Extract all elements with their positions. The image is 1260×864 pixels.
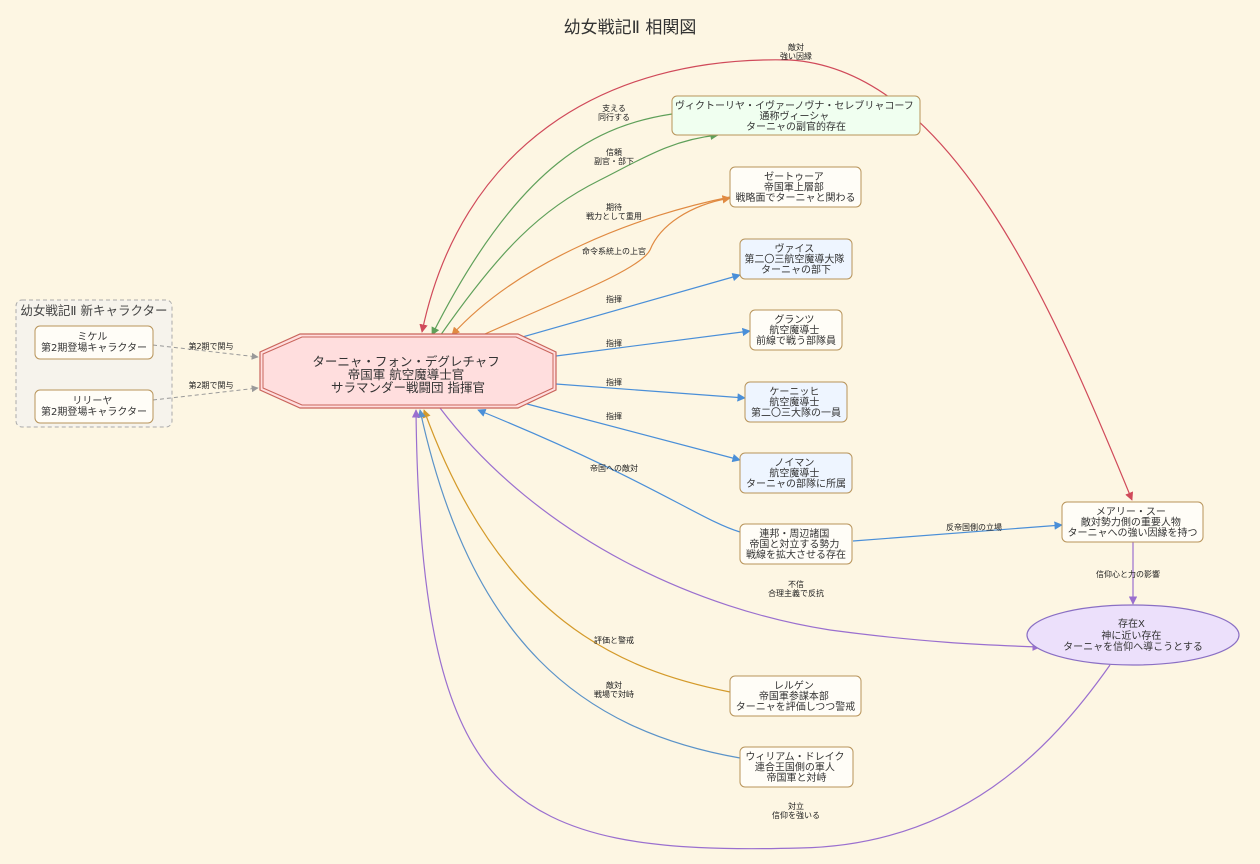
edge-drake-tanya (417, 409, 741, 759)
svg-text:ターニャ・フォン・デグレチャフ 帝国軍 航空: ターニャ・フォン・デグレチャフ 帝国軍 航空魔導士官 サラマンダー戦闘団 指揮官 (312, 354, 503, 395)
edge-label-lilya-tanya: 第2期で関与 (188, 380, 233, 390)
svg-text:ウィリアム・ドレイク 連合王国側の軍人: ウィリアム・ドレイク 連合王国側の軍人 帝国軍と対峙 (745, 751, 847, 784)
node-neumann[interactable]: ノイマン 航空魔導士 ターニャの部隊に所属 (739, 452, 853, 494)
edge-beingx-tanya (411, 409, 1111, 850)
edge-label-federation-mary: 反帝国側の立場 (946, 522, 1002, 532)
edge-label-zettour-tanya-2: 命令系統上の上官 (582, 246, 646, 256)
svg-text:メアリー・スー 敵対勢力側の重要人物: メアリー・スー 敵対勢力側の重要人物 ターニャへの強い因縁を持つ (1068, 507, 1198, 539)
node-zettour[interactable]: ゼートゥーア 帝国軍上層部 戦略面でターニャと関わる (729, 166, 862, 208)
edge-label-rerugen-tanya: 評価と警戒 (594, 635, 634, 645)
svg-text:ヴィクトーリヤ・イヴァーノヴナ・セレブリャコーフ: ヴィクトーリヤ・イヴァーノヴナ・セレブリャコーフ 通称ヴィーシャ ターニャの副官… (675, 99, 917, 133)
edge-label-koenig: 指揮 (606, 377, 622, 387)
node-mikel[interactable]: ミケル 第2期登場キャラクター (34, 325, 154, 360)
edge-federation-mary (852, 521, 1063, 542)
svg-text:ケーニッヒ 航空魔導士 第二: ケーニッヒ 航空魔導士 第二〇三大隊の一員 (751, 386, 841, 419)
node-federation[interactable]: 連邦・周辺諸国 帝国と対立する勢力 戦線を拡大させる存在 (739, 523, 853, 565)
node-tanya[interactable]: ターニャ・フォン・デグレチャフ 帝国軍 航空魔導士官 サラマンダー戦闘団 指揮官 (259, 333, 557, 409)
svg-text:ノイマン 航空魔導士 ターニ: ノイマン 航空魔導士 ターニャの部隊に所属 (746, 458, 846, 490)
edge-tanya-koenig (555, 383, 746, 402)
edge-rerugen-tanya (422, 409, 731, 693)
edge-zettour-tanya-1 (451, 196, 731, 336)
edge-label-mikel-tanya: 第2期で関与 (188, 341, 233, 351)
node-weiss[interactable]: ヴァイス 第二〇三航空魔導大隊 ターニャの部下 (739, 238, 853, 280)
edge-tanya-grantz (555, 327, 751, 357)
edge-label-neumann: 指揮 (606, 411, 622, 421)
svg-text:リリーヤ 第2期登場キャラクター: リリーヤ 第2期登場キャラクター (41, 396, 147, 418)
edge-tanya-neumann (511, 399, 741, 463)
edge-label-grantz: 指揮 (606, 338, 622, 348)
edge-zettour-tanya-2 (475, 195, 731, 339)
edge-label-zettour-tanya-1: 期待戦力として重用 (586, 202, 642, 221)
node-mary[interactable]: メアリー・スー 敵対勢力側の重要人物 ターニャへの強い因縁を持つ (1061, 501, 1204, 543)
edge-lilya-tanya (152, 385, 259, 401)
edge-mikel-tanya (152, 344, 259, 360)
edge-label-mary-beingx: 信仰心と力の影響 (1096, 569, 1160, 579)
svg-text:ヴァイス 第二〇三航空魔導大隊: ヴァイス 第二〇三航空魔導大隊 ターニャの部下 (744, 242, 847, 276)
edge-tanya-weiss (504, 273, 741, 343)
edge-label-beingx-tanya: 対立信仰を強いる (772, 801, 820, 820)
node-drake[interactable]: ウィリアム・ドレイク 連合王国側の軍人 帝国軍と対峙 (739, 746, 854, 788)
node-koenig[interactable]: ケーニッヒ 航空魔導士 第二〇三大隊の一員 (744, 381, 848, 423)
svg-text:ミケル 第2期登場キャラクター: ミケル 第2期登場キャラクター (41, 331, 147, 354)
svg-text:レルゲン 帝国軍参謀本部 タ: レルゲン 帝国軍参謀本部 ターニャを評価しつつ警戒 (736, 680, 855, 713)
edge-label-tanya-visha: 信頼副官・部下 (594, 147, 634, 166)
node-rerugen[interactable]: レルゲン 帝国軍参謀本部 ターニャを評価しつつ警戒 (729, 675, 862, 717)
node-grantz[interactable]: グランツ 航空魔導士 前線で戦う部隊員 (749, 309, 843, 351)
edge-federation-tanya (477, 408, 741, 533)
edge-label-federation-tanya: 帝国への敵対 (590, 463, 638, 473)
group-label: 幼女戦記Ⅱ 新キャラクター (20, 303, 167, 318)
node-being-x[interactable]: 存在X 神に近い存在 ターニャを信仰へ導こうとする (1026, 604, 1240, 666)
edge-label-tanya-beingx: 不信合理主義で反抗 (768, 579, 824, 598)
nodes: ターニャ・フォン・デグレチャフ 帝国軍 航空魔導士官 サラマンダー戦闘団 指揮官… (34, 95, 1240, 788)
edge-tanya-beingx (439, 407, 1041, 651)
edge-visha-tanya (431, 113, 673, 336)
svg-text:存在X 神に近い存在 ターニ: 存在X 神に近い存在 ターニャを信仰へ導こうとする (1063, 617, 1203, 653)
node-visha[interactable]: ヴィクトーリヤ・イヴァーノヴナ・セレブリャコーフ 通称ヴィーシャ ターニャの副官… (671, 95, 921, 136)
svg-text:グランツ 航空魔導士 前線で: グランツ 航空魔導士 前線で戦う部隊員 (756, 313, 836, 347)
svg-text:連邦・周辺諸国 帝国と対立する勢力: 連邦・周辺諸国 帝国と対立する勢力 戦線を拡大させる存在 (746, 527, 846, 561)
node-lilya[interactable]: リリーヤ 第2期登場キャラクター (34, 389, 154, 424)
edge-label-mary-tanya: 敵対強い因縁 (780, 42, 812, 61)
diagram-title: 幼女戦記Ⅱ 相関図 (564, 18, 697, 38)
edge-label-drake-tanya: 敵対戦場で対峙 (594, 680, 634, 699)
edges (152, 59, 1138, 850)
edge-labels: 敵対強い因縁 支える同行する 信頼副官・部下 期待戦力として重用 命令系統上の上… (188, 42, 1160, 820)
edge-tanya-visha (439, 131, 719, 337)
edge-label-visha-tanya: 支える同行する (598, 103, 630, 122)
svg-text:ゼートゥーア 帝国軍上層部: ゼートゥーア 帝国軍上層部 戦略面でターニャと関わる (736, 171, 856, 204)
edge-label-weiss: 指揮 (606, 294, 622, 304)
edge-mary-tanya (419, 59, 1134, 501)
